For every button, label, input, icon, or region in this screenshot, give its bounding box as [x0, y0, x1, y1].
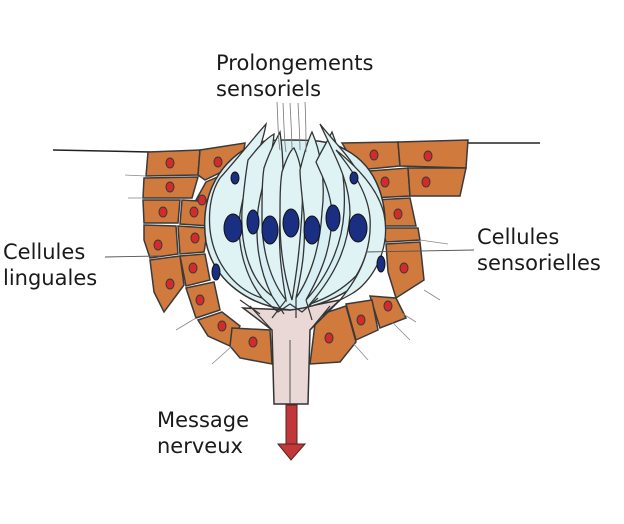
nucleus-dot [217, 320, 227, 332]
label-line: Prolongements [216, 51, 374, 75]
label-line: Cellules [477, 225, 560, 249]
nucleus-dot [248, 336, 258, 348]
sensory-cell [295, 130, 324, 299]
lingual-cell [368, 295, 408, 329]
sensory-prolongations [276, 101, 307, 153]
guide-lines [124, 174, 449, 365]
label-line: sensorielles [477, 251, 601, 275]
lingual-cell [407, 167, 467, 197]
lingual-cell [309, 305, 357, 365]
nucleus-dot [369, 149, 379, 161]
sensory-cell [335, 149, 387, 301]
leader-lines [104, 249, 475, 258]
nucleus-dot [324, 332, 334, 344]
label-line: linguales [3, 266, 98, 290]
label-line: Cellules [3, 240, 86, 264]
label-line: sensoriels [216, 77, 322, 101]
sensory-nucleus [230, 171, 240, 185]
label-message-nerveux: Message nerveux [157, 407, 249, 459]
nucleus-dot [197, 194, 207, 206]
sensory-nucleus [348, 213, 368, 243]
sensory-nucleus [282, 208, 300, 238]
label-prolongements-sensoriels: Prolongements sensoriels [216, 50, 373, 102]
sensory-nuclei [211, 171, 386, 281]
leader-linguales [104, 255, 161, 258]
nucleus-dot [165, 181, 175, 193]
nucleus-dot [399, 262, 409, 274]
lingual-nuclei [153, 149, 433, 348]
label-cellules-sensorielles: Cellules sensorielles [477, 224, 601, 276]
nucleus-dot [421, 176, 431, 188]
sensory-nucleus [349, 171, 359, 185]
sensory-nucleus [211, 263, 221, 281]
nucleus-dot [188, 262, 198, 274]
label-cellules-linguales: Cellules linguales [3, 239, 97, 291]
sensory-nucleus [303, 215, 321, 245]
sensory-nucleus [325, 204, 341, 232]
nucleus-dot [165, 157, 175, 169]
nerve-branches [239, 295, 341, 331]
tongue-surface-left [52, 149, 151, 153]
nucleus-dot [195, 294, 205, 306]
sensory-nucleus [246, 209, 260, 235]
sensory-cell [261, 129, 288, 303]
nucleus-dot [393, 208, 403, 220]
nucleus-dot [380, 176, 390, 188]
nucleus-dot [153, 239, 163, 251]
nucleus-dot [165, 278, 175, 290]
nucleus-dot [190, 232, 200, 244]
nucleus-dot [356, 314, 366, 326]
sensory-nucleus [223, 213, 243, 243]
nucleus-dot [213, 156, 223, 168]
label-line: Message [157, 408, 250, 432]
lingual-cell [397, 139, 469, 169]
sensory-nucleus [376, 255, 386, 273]
nucleus-dot [383, 300, 393, 312]
nucleus-dot [158, 206, 168, 218]
nerve-message-arrow [276, 404, 307, 461]
label-line: nerveux [157, 434, 243, 458]
nucleus-dot [423, 150, 433, 162]
leader-sensorielles [365, 249, 475, 253]
nucleus-dot [189, 206, 199, 218]
sensory-cell [241, 132, 275, 297]
sensory-nucleus [261, 215, 279, 245]
lingual-cell [381, 227, 421, 243]
